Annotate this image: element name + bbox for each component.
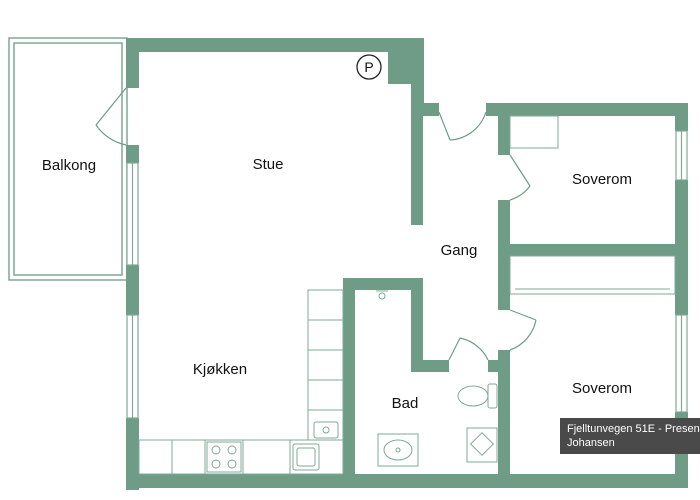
room-label-soverom-1: Soverom [572,171,632,188]
room-label-stue: Stue [253,156,284,173]
sink-icon [292,443,320,471]
parking-icon: P [356,54,382,80]
wall [126,145,139,163]
room-label-gang: Gang [441,242,478,259]
sink-icon [377,433,419,467]
windows [126,130,688,419]
window-icon [675,130,688,181]
wall [411,105,423,225]
kitchen-counter [307,319,344,351]
wall [498,103,510,155]
shower-icon [376,290,388,300]
wall [126,418,139,490]
wall [675,103,688,131]
wardrobe [509,255,676,295]
parking-label: P [364,59,373,75]
wall [343,278,423,290]
kitchen-counter [307,289,344,321]
room-label-balkong: Balkong [42,157,96,174]
kitchen-counter [307,379,344,411]
room-label-bad: Bad [392,395,419,412]
stove-icon [206,441,242,473]
wall [498,350,510,478]
caption-tooltip: Fjelltunvegen 51E - Presen Johansen [560,418,700,454]
bathroom-fixtures [376,290,498,467]
wardrobe [509,115,559,149]
room-label-soverom-2: Soverom [572,380,632,397]
door-swing-icon [95,87,127,146]
wall [126,38,424,52]
window-icon [675,314,688,413]
window-icon [126,314,139,419]
wall [126,38,139,88]
doors [95,87,537,361]
wardrobes [509,115,676,295]
wall [488,360,510,372]
wall [411,278,423,370]
door-swing-icon [509,309,537,351]
wall [411,38,424,106]
kitchen-counter [138,439,344,475]
room-label-kjokken: Kjøkken [193,361,247,378]
wall [486,103,688,116]
wall [343,278,355,488]
caption-line-2: Johansen [567,437,615,449]
door-swing-icon [448,337,489,361]
door-swing-icon [438,111,487,141]
shower-icon [466,427,498,463]
wall [411,360,449,372]
kitchen-fixtures [138,289,344,475]
toilet-icon [457,383,498,409]
kitchen-counter [307,349,344,381]
sink-icon [313,421,339,439]
wall [498,244,688,256]
wall [126,265,139,315]
caption-line-1: Fjelltunvegen 51E - Presen [567,423,700,435]
door-swing-icon [509,154,531,201]
window-icon [126,162,139,266]
wall [126,474,688,488]
